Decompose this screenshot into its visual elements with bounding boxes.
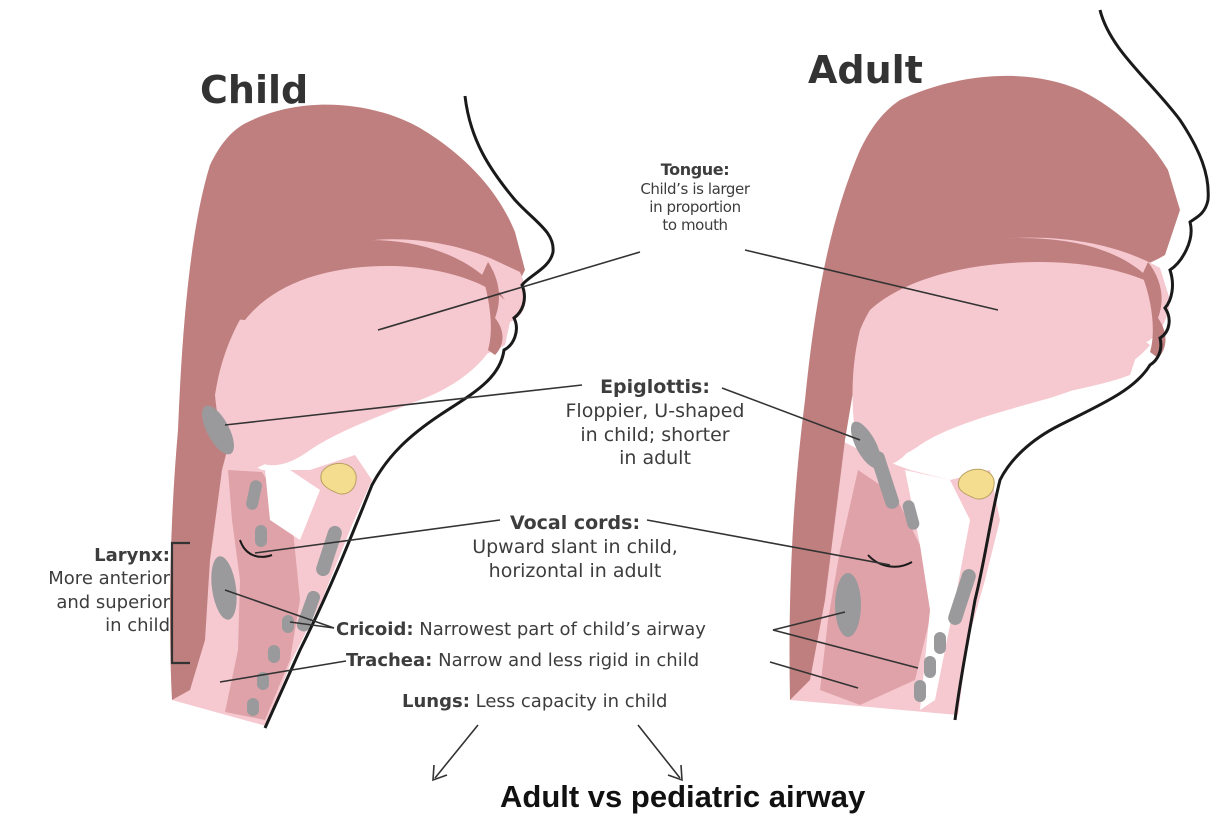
vocal-cords-line: Upward slant in child,	[440, 536, 710, 560]
epiglottis-line: in adult	[535, 447, 775, 471]
lungs-label: Lungs: Less capacity in child	[402, 691, 667, 713]
vocal-cords-title: Vocal cords:	[440, 512, 710, 536]
adult-cricoid	[835, 573, 861, 637]
lungs-title: Lungs:	[402, 691, 470, 712]
trachea-label: Trachea: Narrow and less rigid in child	[346, 650, 699, 672]
larynx-title: Larynx:	[8, 544, 170, 567]
epiglottis-line: in child; shorter	[535, 424, 775, 448]
adult-cartilage	[924, 656, 936, 678]
vocal-cords-label: Vocal cords: Upward slant in child, hori…	[440, 512, 710, 583]
child-cartilage	[247, 698, 259, 716]
larynx-line: and superior	[8, 591, 170, 614]
lungs-arrow-left	[435, 725, 478, 778]
lungs-text: Less capacity in child	[476, 691, 668, 712]
trachea-title: Trachea:	[346, 650, 432, 671]
cricoid-title: Cricoid:	[336, 619, 414, 640]
epiglottis-title: Epiglottis:	[535, 376, 775, 400]
adult-heading: Adult	[808, 48, 923, 92]
child-cartilage	[282, 615, 294, 633]
cricoid-label: Cricoid: Narrowest part of child’s airwa…	[336, 619, 706, 641]
cricoid-text: Narrowest part of child’s airway	[419, 619, 706, 640]
child-cartilage	[268, 645, 280, 663]
adult-head-illustration	[790, 10, 1209, 720]
tongue-line: to mouth	[610, 216, 780, 234]
trachea-text: Narrow and less rigid in child	[438, 650, 699, 671]
epiglottis-line: Floppier, U-shaped	[535, 400, 775, 424]
larynx-line: More anterior	[8, 567, 170, 590]
diagram-caption: Adult vs pediatric airway	[500, 779, 865, 815]
adult-cartilage	[934, 632, 946, 654]
tongue-label: Tongue: Child’s is larger in proportion …	[610, 160, 780, 234]
child-heading: Child	[200, 68, 308, 112]
adult-cartilage	[914, 680, 926, 702]
epiglottis-label: Epiglottis: Floppier, U-shaped in child;…	[535, 376, 775, 471]
lungs-arrow-right	[638, 725, 680, 778]
tongue-title: Tongue:	[610, 160, 780, 180]
child-tongue	[241, 294, 500, 465]
larynx-label: Larynx: More anterior and superior in ch…	[8, 544, 170, 638]
tongue-line: Child’s is larger	[610, 180, 780, 198]
larynx-line: in child	[8, 614, 170, 637]
tongue-line: in proportion	[610, 198, 780, 216]
child-cartilage	[255, 525, 267, 547]
vocal-cords-line: horizontal in adult	[440, 560, 710, 584]
